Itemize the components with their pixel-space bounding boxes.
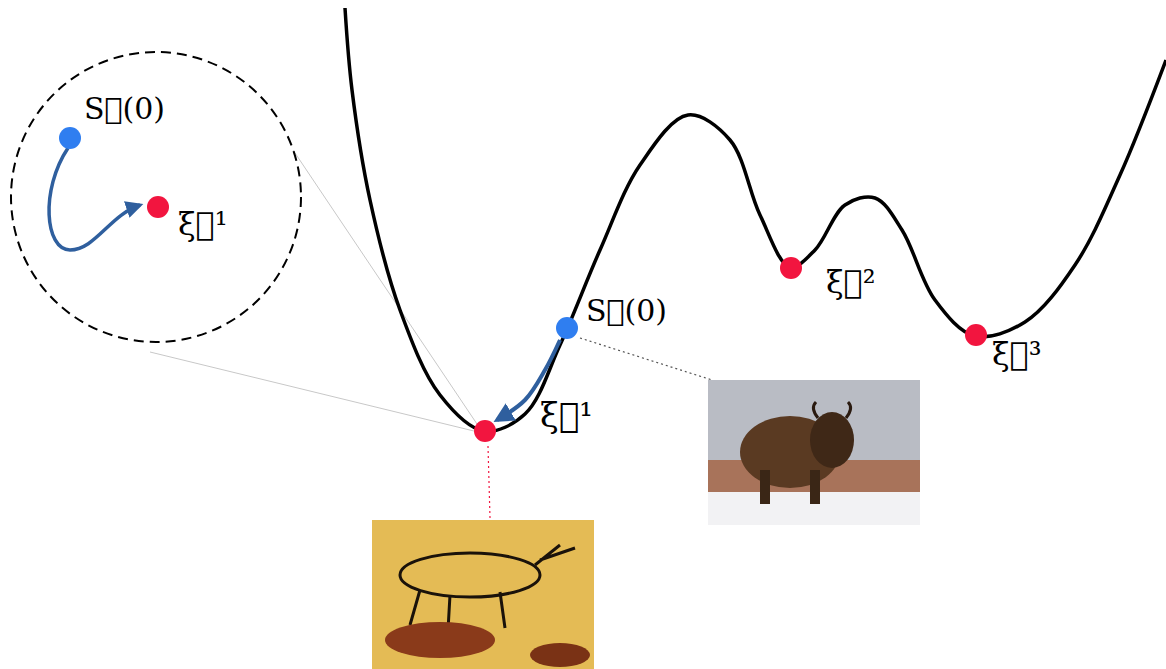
- point-label: ξ⃗¹: [540, 398, 593, 432]
- state-dot: [556, 317, 578, 339]
- point-label: ξ⃗¹: [178, 208, 228, 240]
- leader-line: [580, 338, 712, 380]
- point-label: ξ⃗³: [992, 338, 1042, 370]
- trajectory-arrow: [49, 148, 140, 250]
- point-label: S⃗(0): [586, 296, 667, 326]
- energy-curve: [345, 8, 1166, 431]
- leader-line: [488, 446, 490, 518]
- memory-dot: [965, 324, 987, 346]
- point-label: S⃗(0): [84, 94, 165, 124]
- zoom-line: [150, 352, 478, 432]
- state-dot: [59, 127, 81, 149]
- memory-dot: [474, 420, 496, 442]
- bison-photo: [708, 380, 920, 525]
- memory-dot: [780, 257, 802, 279]
- zoom-inset: [11, 52, 301, 342]
- zoom-line: [293, 150, 479, 427]
- memory-dot: [147, 196, 169, 218]
- cave-painting-image: [372, 520, 594, 669]
- point-label: ξ⃗²: [826, 266, 876, 298]
